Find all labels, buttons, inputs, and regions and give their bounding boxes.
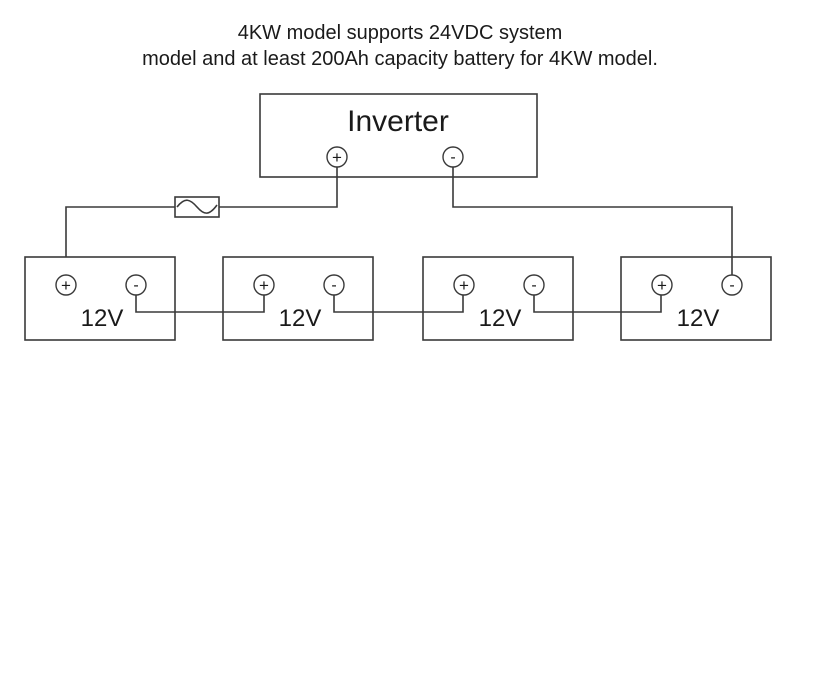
svg-text:+: + — [259, 276, 269, 295]
svg-text:+: + — [332, 148, 342, 167]
battery-positive-terminal-icon: + — [651, 274, 673, 296]
svg-text:+: + — [459, 276, 469, 295]
battery-box — [222, 256, 374, 341]
inverter: Inverter + - — [259, 93, 538, 178]
battery-2: + -12V — [222, 256, 374, 341]
battery-1: + -12V — [24, 256, 176, 341]
battery-4: + -12V — [620, 256, 772, 341]
wire-inverter-negative — [452, 165, 733, 279]
battery-box — [422, 256, 574, 341]
caption-line-2: model and at least 200Ah capacity batter… — [142, 48, 658, 70]
battery-positive-terminal-icon: + — [253, 274, 275, 296]
fuse-icon — [174, 196, 220, 218]
battery-negative-terminal-icon: - — [721, 274, 743, 296]
battery-voltage-label: 12V — [81, 305, 124, 332]
battery-box — [24, 256, 176, 341]
inverter-box — [259, 93, 538, 178]
svg-text:-: - — [531, 277, 536, 294]
battery-voltage-label: 12V — [677, 305, 720, 332]
svg-text:-: - — [729, 277, 734, 294]
battery-negative-terminal-icon: - — [125, 274, 147, 296]
svg-text:-: - — [331, 277, 336, 294]
battery-negative-terminal-icon: - — [523, 274, 545, 296]
battery-box — [620, 256, 772, 341]
inverter-label: Inverter — [347, 105, 449, 138]
svg-text:+: + — [61, 276, 71, 295]
inverter-negative-terminal-icon: - — [442, 146, 464, 168]
batteries: +-12V+-12V+-12V+-12V — [24, 256, 772, 341]
svg-text:-: - — [450, 149, 455, 166]
battery-positive-terminal-icon: + — [55, 274, 77, 296]
battery-positive-terminal-icon: + — [453, 274, 475, 296]
svg-text:+: + — [657, 276, 667, 295]
wire-fuse-to-battery-1 — [65, 206, 175, 257]
battery-voltage-label: 12V — [279, 305, 322, 332]
inverter-positive-terminal-icon: + — [326, 146, 348, 168]
wire-b1-b2 — [135, 292, 265, 313]
wires — [65, 165, 733, 313]
caption-line-1: 4KW model supports 24VDC system — [237, 22, 563, 44]
wire-inverter-positive — [219, 165, 338, 208]
svg-text:-: - — [133, 277, 138, 294]
battery-negative-terminal-icon: - — [323, 274, 345, 296]
wire-b3-b4 — [533, 292, 662, 313]
battery-voltage-label: 12V — [479, 305, 522, 332]
wire-b2-b3 — [333, 292, 464, 313]
battery-3: + -12V — [422, 256, 574, 341]
